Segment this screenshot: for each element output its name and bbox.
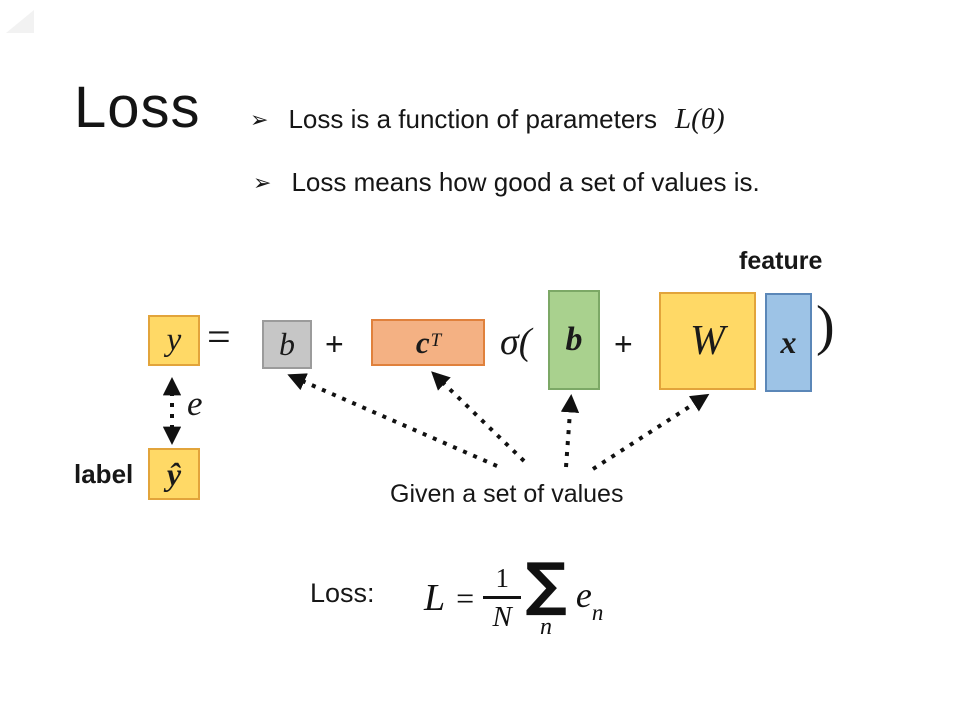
loss-prefix: Loss: [310, 578, 375, 608]
given-arrow-to-cT [431, 371, 526, 463]
sigma-icon: ∑ [525, 549, 567, 618]
e-symbol: e [575, 575, 592, 616]
fraction-numerator: 1 [495, 562, 509, 593]
error-term: en [575, 574, 603, 624]
feature-x-box-blue: x [765, 293, 812, 392]
loss-equation: L = 1 N ∑ n en [424, 542, 603, 654]
W-symbol: W [690, 318, 725, 364]
bullet-item-2: ➢ Loss means how good a set of values is… [253, 167, 760, 198]
equals-sign: = [456, 579, 475, 616]
bullet-1-math: L(θ) [674, 103, 725, 135]
transpose-superscript: T [430, 329, 442, 351]
L-symbol: L [424, 577, 446, 619]
arrow-bullet-icon: ➢ [253, 171, 272, 196]
c-symbol: c [415, 324, 430, 360]
bias-b-box-green: b [548, 290, 600, 390]
bullet-1-text: Loss is a function of parameters [288, 104, 657, 134]
fraction-denominator: N [492, 600, 512, 633]
e-subscript: n [591, 599, 604, 625]
sigma-open-paren: σ( [500, 321, 532, 363]
feature-label: feature [739, 247, 823, 275]
plus-sign-2: + [614, 326, 633, 362]
close-paren: ) [816, 295, 835, 357]
x-symbol: x [780, 324, 797, 360]
b-symbol: b [565, 321, 583, 358]
given-arrow-to-green-b [560, 394, 580, 468]
label-text: label [74, 459, 134, 489]
bullet-2-text: Loss means how good a set of values is. [291, 167, 760, 197]
weight-W-box-yellow: W [659, 292, 756, 390]
y-box: y [148, 315, 200, 366]
given-arrow-to-W [591, 393, 710, 471]
arrow-bullet-icon: ➢ [250, 108, 269, 133]
slide-title: Loss [74, 75, 201, 140]
error-e-label: e [187, 384, 203, 423]
bias-b-box-gray: b [262, 320, 312, 369]
one-over-N-fraction: 1 N [483, 562, 522, 633]
yhat-symbol: ŷ [166, 455, 182, 492]
equals-sign: = [207, 315, 231, 361]
plus-sign-1: + [325, 326, 344, 362]
y-symbol: y [166, 322, 182, 358]
watermark-triangle [6, 10, 34, 33]
fraction-bar [483, 595, 522, 599]
corner-watermark [6, 10, 34, 33]
given-arrow-to-gray-b [287, 373, 498, 468]
bullet-item-1: ➢ Loss is a function of parameters L(θ) [250, 103, 725, 136]
summation: ∑ n [525, 549, 567, 641]
yhat-box: ŷ [148, 448, 200, 500]
b-symbol: b [279, 326, 295, 362]
summation-index: n [540, 614, 552, 641]
given-values-caption: Given a set of values [390, 480, 624, 508]
